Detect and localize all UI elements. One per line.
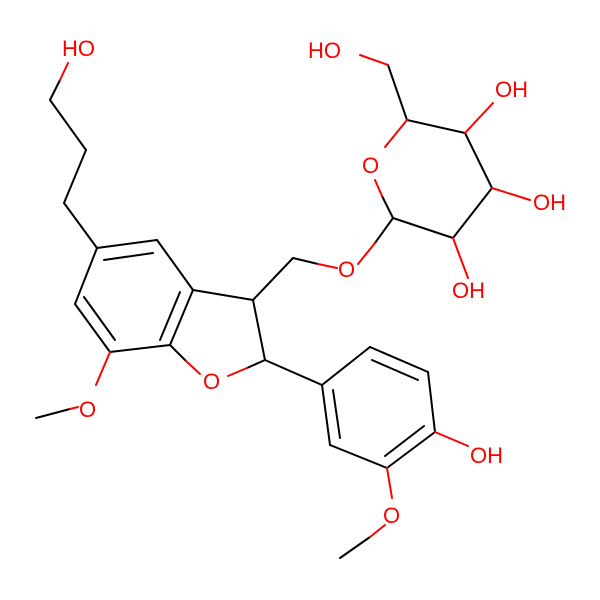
- bond-layer: [35, 64, 493, 559]
- bond: [392, 217, 454, 239]
- bond: [169, 289, 194, 346]
- bond: [321, 346, 371, 386]
- bond: [69, 406, 79, 410]
- atom-label-o-furan: O: [203, 369, 220, 394]
- bond: [386, 467, 393, 499]
- bond: [384, 119, 408, 148]
- bond: [63, 149, 87, 204]
- bond: [35, 408, 71, 419]
- bond: [321, 384, 331, 446]
- bond: [406, 119, 466, 134]
- bond: [49, 99, 87, 151]
- bond: [74, 303, 111, 353]
- atom-label-ho-glc: HO: [308, 38, 341, 63]
- bond: [63, 202, 98, 249]
- bond: [464, 132, 493, 189]
- bond: [83, 296, 116, 341]
- bond: [74, 247, 98, 305]
- bond: [252, 257, 294, 301]
- bond: [192, 289, 254, 301]
- bond: [292, 257, 319, 265]
- bond: [452, 237, 469, 279]
- heteroatom-bond-layer: [59, 54, 531, 538]
- atom-label-layer: HO HO O OH OH OH O O O OH O: [62, 36, 566, 528]
- atom-label-ho-top: HO: [62, 36, 95, 61]
- bond: [464, 102, 494, 134]
- atom-label-o-glycosidic: O: [338, 257, 355, 282]
- atom-label-oh-2: OH: [452, 278, 485, 303]
- bond: [491, 187, 531, 201]
- bond: [357, 242, 376, 265]
- bond: [252, 299, 266, 361]
- atom-label-oh-4: OH: [495, 77, 528, 102]
- bond: [185, 360, 201, 375]
- bond: [369, 346, 429, 373]
- bond: [264, 359, 323, 386]
- atom-label-o-methoxy-right: O: [383, 503, 400, 528]
- bond: [339, 536, 371, 559]
- atom-label-o-ring: O: [362, 153, 379, 178]
- bond: [96, 239, 158, 249]
- bond: [159, 291, 181, 341]
- bond: [109, 344, 171, 353]
- bond: [246, 359, 266, 369]
- atom-label-o-methoxy-left: O: [79, 397, 96, 422]
- bond: [434, 431, 469, 447]
- bond: [95, 351, 111, 386]
- atom-label-oh-3: OH: [533, 190, 566, 215]
- bond: [386, 431, 436, 469]
- bond: [381, 195, 394, 219]
- bond: [427, 371, 436, 433]
- bond: [369, 524, 386, 538]
- bond: [359, 54, 389, 66]
- bond: [49, 79, 61, 101]
- bond: [384, 425, 425, 457]
- bond: [103, 252, 154, 261]
- bond: [371, 359, 419, 381]
- bond: [374, 217, 394, 244]
- bond: [329, 444, 388, 469]
- bond: [227, 367, 248, 377]
- bond: [374, 179, 383, 197]
- bond: [452, 187, 493, 239]
- bond: [169, 344, 187, 362]
- bond: [317, 263, 338, 269]
- bond: [387, 64, 408, 121]
- bond: [59, 62, 69, 81]
- bond: [156, 239, 194, 291]
- atom-label-oh-phenol: OH: [470, 443, 503, 468]
- bond: [332, 389, 341, 439]
